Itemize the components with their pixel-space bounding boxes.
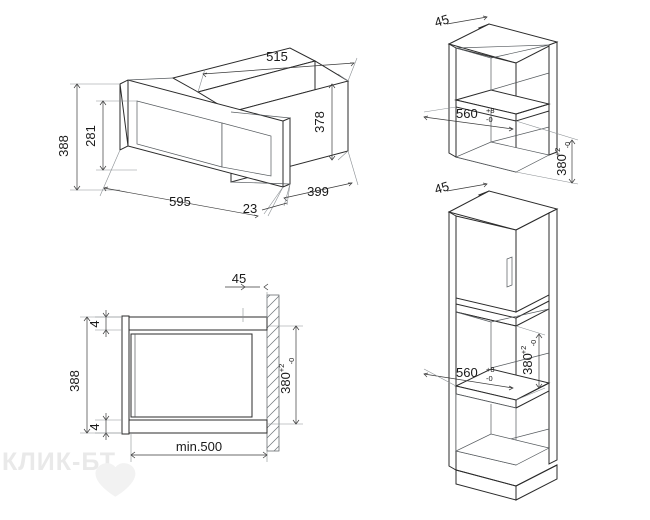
dim-label-560-tol-lower: -0 [486,115,493,124]
cabinet-niche-back-top [490,308,550,323]
dim-label-388-height: 388 [56,135,71,157]
dimension-595-width: 595 [99,149,284,219]
dim-label-380-niche-height: 380 [554,154,569,176]
section-bottom-rail [128,419,268,434]
dim-label-560-niche-width: 560 [456,106,478,121]
dimension-380-cabinet-height: 380 +2 -0 [515,325,546,401]
dimension-560-cabinet-width: 560 +8 -0 [423,365,514,391]
wall-cabinet-niche-view: 45 560 +8 -0 380 +2 -0 [423,11,579,185]
cabinet-right-side [548,208,558,465]
dim-label-380-tol-upper: +2 [553,148,562,157]
niche-left-side [448,43,457,158]
dim-label-560-cabinet-tol-upper: +8 [486,365,495,374]
dimension-281-glass: 281 [83,100,137,171]
dimension-399-depth: 399 [283,150,359,206]
dim-label-380-cabinet-tol-lower: -0 [529,340,538,347]
niche-right-side [548,41,558,156]
dim-label-388-section-height: 388 [67,370,82,392]
dimension-378-body-height: 378 [312,73,349,161]
dim-label-281-glass: 281 [83,125,98,147]
cabinet-left-side [448,211,457,471]
dim-label-380-section-tol-lower: -0 [287,358,296,365]
dim-label-399-depth: 399 [307,184,329,199]
appliance-edge-door-to-body-bottom [230,111,291,119]
section-body-outline [130,333,253,418]
dimension-515-depth: 515 [197,49,358,93]
dimension-45-cabinet-offset: 45 [433,178,488,197]
dim-label-45-top-offset: 45 [433,11,451,30]
dim-label-min500-depth: min.500 [176,439,222,454]
dim-label-595-width: 595 [169,194,191,209]
dimension-45-top-offset: 45 [433,11,488,30]
cabinet-door-handle [506,256,513,288]
cabinet-shelf-right [515,382,550,409]
niche-upper-left-inner [455,47,492,59]
dimension-min500-depth: min.500 [130,433,268,462]
cabinet-niche-left-upper [455,311,492,323]
dim-label-380-cabinet-height: 380 [520,353,535,375]
dim-label-380-section-height: 380 [278,372,293,394]
tall-column-cabinet-view: 45 560 +8 -0 380 +2 -0 [423,178,559,501]
dim-label-378-body-height: 378 [312,111,327,133]
niche-back-top-edge [455,44,550,49]
cabinet-plinth-front [455,469,517,501]
dim-label-380-cabinet-tol-upper: +2 [519,346,528,355]
dimension-388-height: 388 [56,83,120,191]
appliance-edge-door-to-body-top [127,77,174,81]
niche-lower-floor [454,141,551,173]
section-top-rail [128,316,268,331]
appliance-control-panel [221,122,272,177]
niche-lower-back-right [490,126,550,143]
appliance-isometric-view: 388 281 515 378 [56,47,359,219]
niche-upper-back-top [490,44,550,59]
dimension-4-bottom-gap: 4 [87,413,122,440]
niche-upper-back-bottom [490,72,550,91]
dimension-560-niche-width: 560 +8 -0 [423,106,514,132]
dim-label-560-cabinet-width: 560 [456,365,478,380]
dim-label-380-tol-lower: -0 [563,142,572,149]
dim-label-45-wall-offset: 45 [232,271,246,286]
dim-label-560-tol-upper: +8 [486,106,495,115]
cabinet-door-side [515,212,550,313]
dim-label-560-cabinet-tol-lower: -0 [486,374,493,383]
dim-label-4-top-gap: 4 [87,320,102,327]
cabinet-lower-floor [454,433,550,466]
dim-label-4-bottom-gap: 4 [87,423,102,430]
appliance-door-edge [282,117,291,188]
dim-label-380-section-tol-upper: +2 [277,364,286,373]
cabinet-plinth-top [455,464,558,487]
dimension-380-section-height: 380 +2 -0 [267,325,303,425]
dim-label-45-cabinet-offset: 45 [433,178,451,197]
installation-section-view: 45 4 4 388 [67,271,303,462]
dim-label-515-depth: 515 [266,49,288,64]
dimension-23-trim: 23 [243,183,291,216]
wall-hatch [266,294,280,452]
appliance-edge-body-bottom-front [230,181,291,185]
section-front-flange [121,315,130,435]
dimension-45-wall-offset: 45 [225,271,269,322]
dim-label-23-trim: 23 [243,201,257,216]
heart-icon [95,463,136,497]
dimension-380-niche-height: 380 +2 -0 [515,120,579,185]
niche-shelf-right-edge [515,103,550,122]
dimension-4-top-gap: 4 [87,310,122,337]
watermark: КЛИК-БТ [2,448,136,497]
wall-section [266,294,280,452]
dimension-388-section-height: 388 [67,316,122,434]
